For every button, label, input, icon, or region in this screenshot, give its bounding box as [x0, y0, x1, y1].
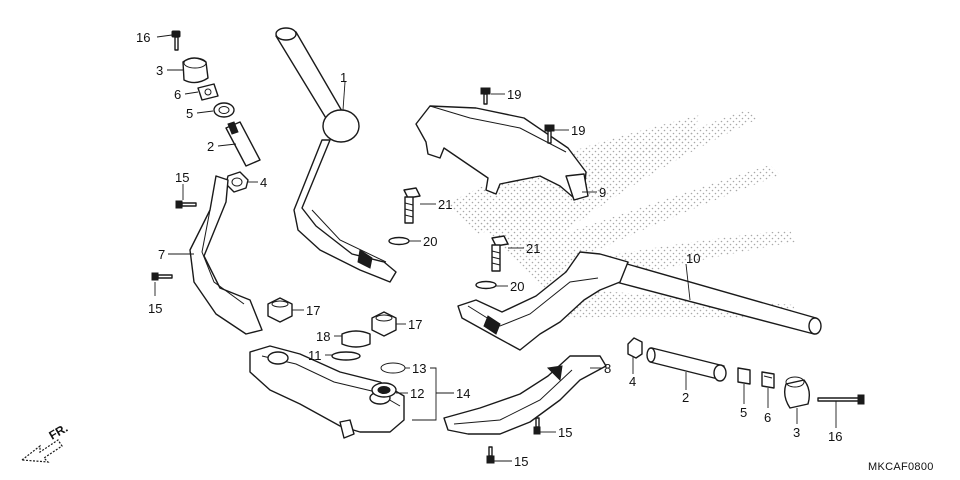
- part-15-screw-right-lower: [486, 446, 495, 464]
- front-direction-label: FR.: [47, 421, 71, 443]
- callout-3-right: 3: [793, 425, 800, 440]
- part-5-collar-left: [213, 102, 235, 118]
- callout-5-right: 5: [740, 405, 747, 420]
- callout-15-upper-left: 15: [175, 170, 189, 185]
- part-4-nut-right: [627, 337, 643, 359]
- part-8-right-cover: [443, 355, 607, 435]
- callout-16-right: 16: [828, 429, 842, 444]
- callout-20-upper: 20: [423, 234, 437, 249]
- callout-10: 10: [686, 251, 700, 266]
- callout-3-left: 3: [156, 63, 163, 78]
- callout-20-lower: 20: [510, 279, 524, 294]
- callout-11: 11: [308, 348, 322, 363]
- callout-21-upper: 21: [438, 197, 452, 212]
- callout-6-left: 6: [174, 87, 181, 102]
- callout-5-left: 5: [186, 106, 193, 121]
- part-15-screw-upper-left: [175, 200, 197, 209]
- part-2-weight-shaft-right: [646, 347, 727, 382]
- callout-4-right: 4: [629, 374, 636, 389]
- callout-12: 12: [410, 386, 424, 401]
- callout-15-right-upper: 15: [558, 425, 572, 440]
- part-6-clip-left: [197, 83, 219, 101]
- callout-15-lower-left: 15: [148, 301, 162, 316]
- part-2-weight-shaft-left: [225, 121, 261, 167]
- part-19-bolt-upper: [480, 87, 491, 105]
- callout-16-left: 16: [136, 30, 150, 45]
- callout-7: 7: [158, 247, 165, 262]
- part-1-left-handlebar: [275, 27, 397, 283]
- part-4-nut-left: [225, 171, 249, 193]
- part-16-screw-right: [817, 394, 865, 405]
- part-19-bolt-lower: [544, 124, 555, 144]
- part-10-right-handlebar: [457, 251, 822, 351]
- front-direction-arrow-icon: [20, 439, 63, 463]
- callout-21-lower: 21: [526, 241, 540, 256]
- part-17-nut-right: [371, 311, 397, 337]
- part-6-clip-right: [761, 371, 775, 389]
- callout-2-left: 2: [207, 139, 214, 154]
- callout-19-lower: 19: [571, 123, 585, 138]
- part-17-nut-left: [267, 297, 293, 323]
- diagram-code: MKCAF0800: [868, 461, 934, 473]
- part-21-bolt-upper: [403, 187, 421, 224]
- part-15-screw-right-upper: [533, 417, 541, 435]
- callout-18: 18: [316, 329, 330, 344]
- callout-14: 14: [456, 386, 470, 401]
- part-9-top-cover: [415, 105, 589, 201]
- callout-1: 1: [340, 70, 347, 85]
- callout-19-upper: 19: [507, 87, 521, 102]
- part-5-collar-right: [737, 367, 751, 385]
- part-20-washer-lower: [475, 280, 497, 290]
- callout-9: 9: [599, 185, 606, 200]
- callout-6-right: 6: [764, 410, 771, 425]
- callout-15-right-lower: 15: [514, 454, 528, 469]
- callout-2-right: 2: [682, 390, 689, 405]
- part-21-bolt-lower: [491, 235, 509, 272]
- leader-lines: [154, 34, 837, 462]
- part-16-screw-left: [171, 30, 181, 51]
- part-18-rubber: [341, 330, 371, 348]
- part-11-washer: [331, 351, 361, 361]
- callout-4-left: 4: [260, 175, 267, 190]
- part-3-bar-end-weight-left: [182, 57, 209, 84]
- callout-13: 13: [412, 361, 426, 376]
- callout-17-right: 17: [408, 317, 422, 332]
- part-13-circlip: [380, 362, 406, 374]
- part-12-bushing: [371, 382, 397, 398]
- part-3-bar-end-weight-right: [783, 376, 811, 409]
- part-15-screw-lower-left: [151, 272, 173, 281]
- callout-17-left: 17: [306, 303, 320, 318]
- part-7-left-cover: [189, 175, 263, 335]
- part-20-washer-upper: [388, 236, 410, 246]
- callout-labels: 16 3 6 5 2 4 1 15 7 15 19 19 9 21 20 21 …: [47, 30, 934, 473]
- callout-8: 8: [604, 361, 611, 376]
